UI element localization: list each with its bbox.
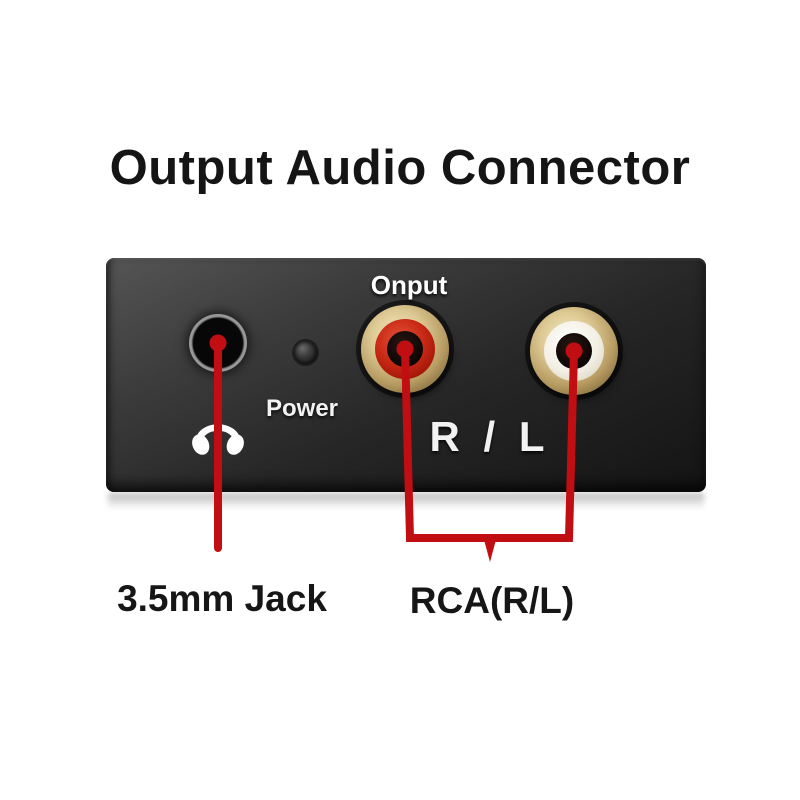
rca-red-hole [387, 331, 423, 367]
headphone-icon [189, 411, 247, 459]
power-led [294, 341, 317, 364]
channel-rl-label: R / L [429, 413, 551, 460]
rca-connector-white [530, 307, 618, 395]
device-shadow [108, 493, 704, 509]
rca-red-ring [375, 319, 435, 379]
audio-converter-panel: Onput Power R / L [106, 258, 706, 492]
power-label: Power [265, 395, 339, 422]
jack-3-5mm-port [189, 314, 247, 372]
page-title: Output Audio Connector [109, 141, 691, 195]
rca-white-ring [544, 321, 604, 381]
output-port-label: Onput [370, 270, 448, 300]
rca-connector-red [361, 305, 449, 393]
rca-white-hole [556, 333, 592, 369]
callout-jack-label: 3.5mm Jack [117, 578, 327, 619]
callout-rca-label: RCA(R/L) [409, 580, 575, 621]
